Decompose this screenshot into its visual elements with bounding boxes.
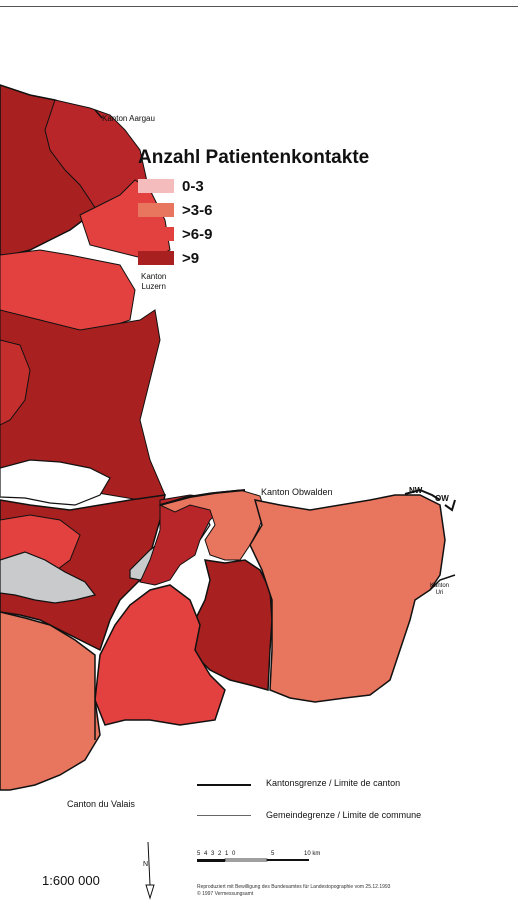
- label-kanton-luzern-line2: Luzern: [141, 282, 166, 291]
- canton-border-nw: [404, 488, 441, 501]
- label-kanton-luzern-line1: Kanton: [141, 272, 167, 281]
- legend-label: >3-6: [182, 201, 213, 219]
- scale-end-label: 10 km: [304, 851, 321, 857]
- lake-north: [0, 459, 111, 506]
- label-kanton-luzern: Kanton Luzern: [141, 272, 166, 292]
- region-south-mid-red: [94, 584, 226, 726]
- scale-mid-label: 5: [271, 851, 275, 857]
- legend-swatch: [138, 203, 174, 217]
- region-south-east-dark: [184, 559, 273, 691]
- north-label: N: [143, 861, 149, 868]
- canton-border-uri: [429, 574, 456, 591]
- label-kanton-uri: Kanton Uri: [430, 583, 449, 597]
- label-gemeindegrenze: Gemeindegrenze / Limite de commune: [266, 810, 422, 820]
- legend-label: >6-9: [182, 225, 213, 243]
- legend-item-9: >9: [138, 249, 200, 267]
- legend-label: 0-3: [182, 177, 204, 195]
- region-left-dark: [0, 339, 31, 426]
- map-scale-ratio: 1:600 000: [42, 873, 100, 888]
- north-arrow-icon: [145, 841, 155, 900]
- legend-swatch: [138, 179, 174, 193]
- region-far-east-light: [249, 494, 446, 703]
- canton-boundary-line-sample: [197, 784, 251, 786]
- scale-bar-labels: 5 4 3 2 1 0: [197, 851, 237, 857]
- label-kanton-aargau: Kanton Aargau: [102, 114, 155, 123]
- scale-bar: [197, 858, 309, 862]
- canton-border-east: [444, 499, 456, 512]
- legend-item-3-6: >3-6: [138, 201, 213, 219]
- legend-item-0-3: 0-3: [138, 177, 204, 195]
- label-canton-du-valais: Canton du Valais: [67, 799, 135, 809]
- lake-south-west: [0, 551, 97, 604]
- credits-line2: © 1997 Vermessungsamt: [197, 891, 254, 897]
- top-border-line: [0, 6, 518, 7]
- legend-swatch: [138, 251, 174, 265]
- credits-line1: Reproduziert mit Bewilligung des Bundesa…: [197, 884, 391, 890]
- canton-border-obwalden: [159, 489, 246, 506]
- label-kantonsgrenze: Kantonsgrenze / Limite de canton: [266, 778, 401, 788]
- canton-border-aargau: [94, 109, 103, 119]
- legend-item-6-9: >6-9: [138, 225, 213, 243]
- label-kanton-obwalden: Kanton Obwalden: [261, 487, 333, 497]
- commune-boundary-line-sample: [197, 815, 251, 816]
- region-south-west-light: [0, 611, 101, 791]
- label-kanton-uri-line2: Uri: [435, 590, 444, 596]
- legend-label: >9: [182, 249, 200, 267]
- credits: Reproduziert mit Bewilligung des Bundesa…: [197, 884, 390, 898]
- label-nw: NW: [409, 486, 423, 495]
- legend-swatch: [138, 227, 174, 241]
- legend-title: Anzahl Patientenkontakte: [138, 147, 370, 168]
- label-kanton-uri-line1: Kanton: [430, 583, 450, 589]
- label-ow: OW: [435, 494, 449, 503]
